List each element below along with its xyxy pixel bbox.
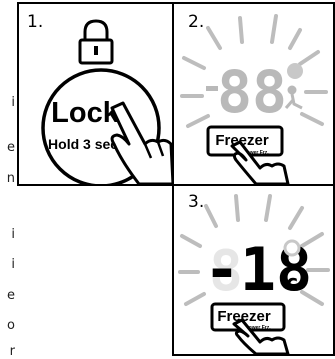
- step-3-illustration: 8 -18 c Freezer Power Frz.: [174, 186, 333, 354]
- minus-segment: [206, 86, 218, 91]
- side-fragment: e: [7, 289, 15, 302]
- power-freeze-indicator: [285, 241, 299, 255]
- step-1-illustration: Lock Hold 3 sec.: [19, 4, 173, 184]
- power-freeze-indicator: [287, 63, 303, 79]
- side-fragment: i: [11, 228, 15, 241]
- step-2-panel: 2. 88 Freezer Power Frz.: [172, 2, 335, 186]
- cropped-side-text: i e n i i e o r: [0, 0, 16, 356]
- side-fragment: e: [7, 141, 15, 154]
- side-fragment: o: [7, 319, 15, 332]
- step-3-panel: 3. 8 -18 c Freezer Power Frz.: [172, 184, 335, 356]
- person-icon: [286, 87, 302, 108]
- padlock-icon: [80, 21, 112, 63]
- display-digits: 88: [217, 58, 287, 126]
- side-fragment: i: [11, 96, 15, 109]
- unit-label: c: [285, 271, 298, 296]
- lock-label: Lock: [51, 97, 120, 129]
- side-fragment: i: [11, 258, 15, 271]
- side-fragment: r: [10, 345, 15, 358]
- step-2-illustration: 88 Freezer Power Frz.: [174, 4, 333, 184]
- step-1-panel: 1. Lock Hold 3 sec.: [17, 2, 175, 186]
- side-fragment: n: [7, 172, 15, 185]
